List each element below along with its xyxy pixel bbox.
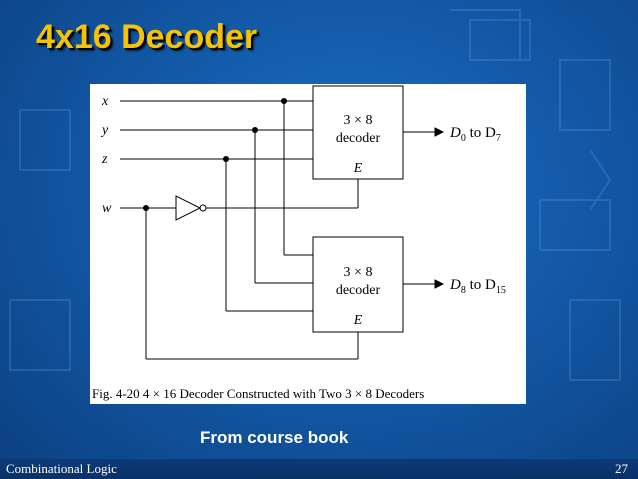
footer-bar — [0, 459, 638, 479]
page-number: 27 — [615, 461, 628, 476]
footer-course-title: Combinational Logic — [6, 461, 117, 476]
decoder-top-size: 3 × 8 — [344, 113, 373, 128]
input-w-label: w — [102, 201, 112, 216]
output-bottom-label: D8 to D15 — [449, 277, 506, 296]
source-note: From course book — [200, 428, 349, 447]
decoder-top-label: decoder — [336, 131, 381, 146]
figure-caption: Fig. 4-20 4 × 16 Decoder Constructed wit… — [92, 386, 424, 401]
decoder-figure: x y z w 3 × 8 decoder E 3 × 8 decoder E … — [90, 84, 526, 404]
inverter-gate — [175, 195, 202, 221]
decoder-bottom-label: decoder — [336, 283, 381, 298]
slide-title: 4x16 Decoder — [36, 18, 258, 56]
decoder-bottom-size: 3 × 8 — [344, 265, 373, 280]
decoder-diagram: x y z w 3 × 8 decoder E 3 × 8 decoder E … — [92, 85, 506, 401]
decoder-top-enable: E — [353, 161, 363, 176]
output-top-label: D0 to D7 — [449, 125, 501, 144]
decoder-bottom-enable: E — [353, 313, 363, 328]
input-x-label: x — [101, 94, 109, 109]
input-y-label: y — [100, 123, 109, 138]
input-z-label: z — [101, 152, 108, 167]
